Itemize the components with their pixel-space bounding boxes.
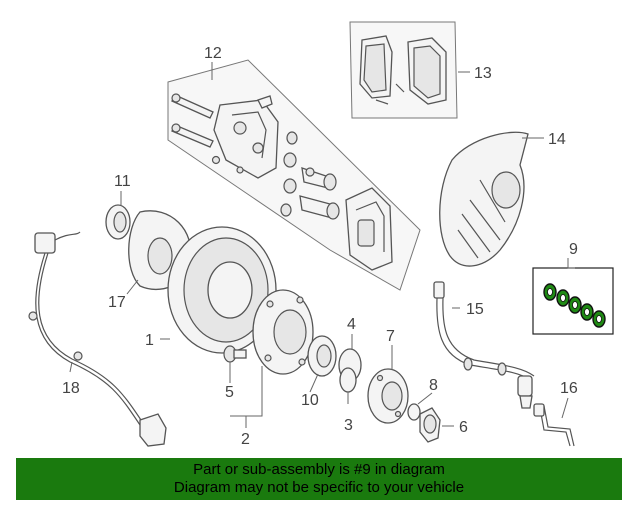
callout-14: 14 — [548, 131, 566, 148]
splash-shield-ribs — [457, 179, 506, 259]
callout-3: 3 — [344, 417, 353, 434]
seal-rings — [543, 283, 606, 328]
washer[interactable] — [407, 403, 421, 421]
callout-10: 10 — [301, 392, 319, 409]
inner-bearing[interactable] — [307, 335, 337, 377]
callout-6: 6 — [459, 419, 468, 436]
banner-line-1: Part or sub-assembly is #9 in diagram — [193, 461, 445, 478]
callout-11: 11 — [114, 173, 131, 190]
caliper-kit-group[interactable] — [167, 59, 421, 291]
caliper-seal-kit-highlight[interactable] — [532, 267, 614, 335]
callout-8: 8 — [429, 377, 438, 394]
brake-line[interactable] — [533, 403, 575, 447]
banner-line-2: Diagram may not be specific to your vehi… — [173, 479, 465, 496]
callout-1: 1 — [145, 332, 154, 349]
callout-12: 12 — [204, 45, 222, 62]
callout-2: 2 — [241, 431, 250, 448]
locking-hub[interactable] — [367, 368, 409, 424]
splash-shield-hole — [491, 171, 521, 209]
parts-diagram: 12 13 14 11 17 1 5 2 10 3 4 7 8 6 15 16 … — [28, 21, 614, 448]
part-info-banner: Part or sub-assembly is #9 in diagram Di… — [16, 458, 622, 500]
callout-17: 17 — [108, 294, 126, 311]
outer-bearing[interactable] — [339, 367, 357, 393]
abs-sensor[interactable] — [28, 231, 167, 447]
callout-15: 15 — [466, 301, 484, 318]
callout-7: 7 — [386, 328, 395, 345]
callout-18: 18 — [62, 380, 80, 397]
brake-pad-group[interactable] — [349, 21, 458, 119]
hub-cap[interactable] — [419, 407, 441, 443]
callout-13: 13 — [474, 65, 492, 82]
oil-seal[interactable] — [105, 204, 131, 240]
wheel-hub[interactable] — [252, 289, 314, 375]
callout-4: 4 — [347, 316, 356, 333]
brake-hose[interactable] — [433, 281, 535, 409]
brake-rotor[interactable] — [167, 226, 277, 354]
callout-16: 16 — [560, 380, 578, 397]
leader-lines — [69, 62, 575, 428]
callout-5: 5 — [225, 384, 234, 401]
callout-9: 9 — [569, 241, 578, 258]
splash-shield[interactable] — [439, 131, 529, 267]
